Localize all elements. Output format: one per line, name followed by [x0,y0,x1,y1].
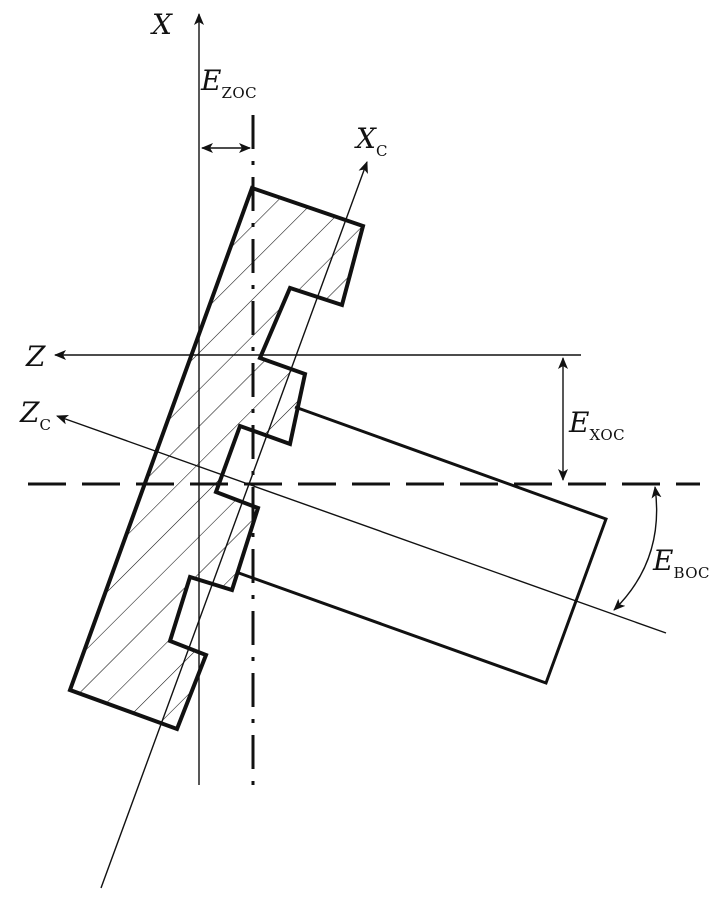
e-boc-angle-arc [613,486,662,611]
zc-axis-line [56,414,667,634]
e-xoc-label: EXOC [568,406,625,444]
xc-axis-line [100,161,368,889]
e-boc-label: EBOC [652,544,710,582]
z-axis-label: Z [25,340,46,373]
xc-axis-label: XC [354,122,388,160]
x-axis-label: X [150,8,173,41]
e-zoc-label: EZOC [200,64,257,102]
zc-axis-label: ZC [19,396,51,434]
workpiece-body [67,185,366,732]
